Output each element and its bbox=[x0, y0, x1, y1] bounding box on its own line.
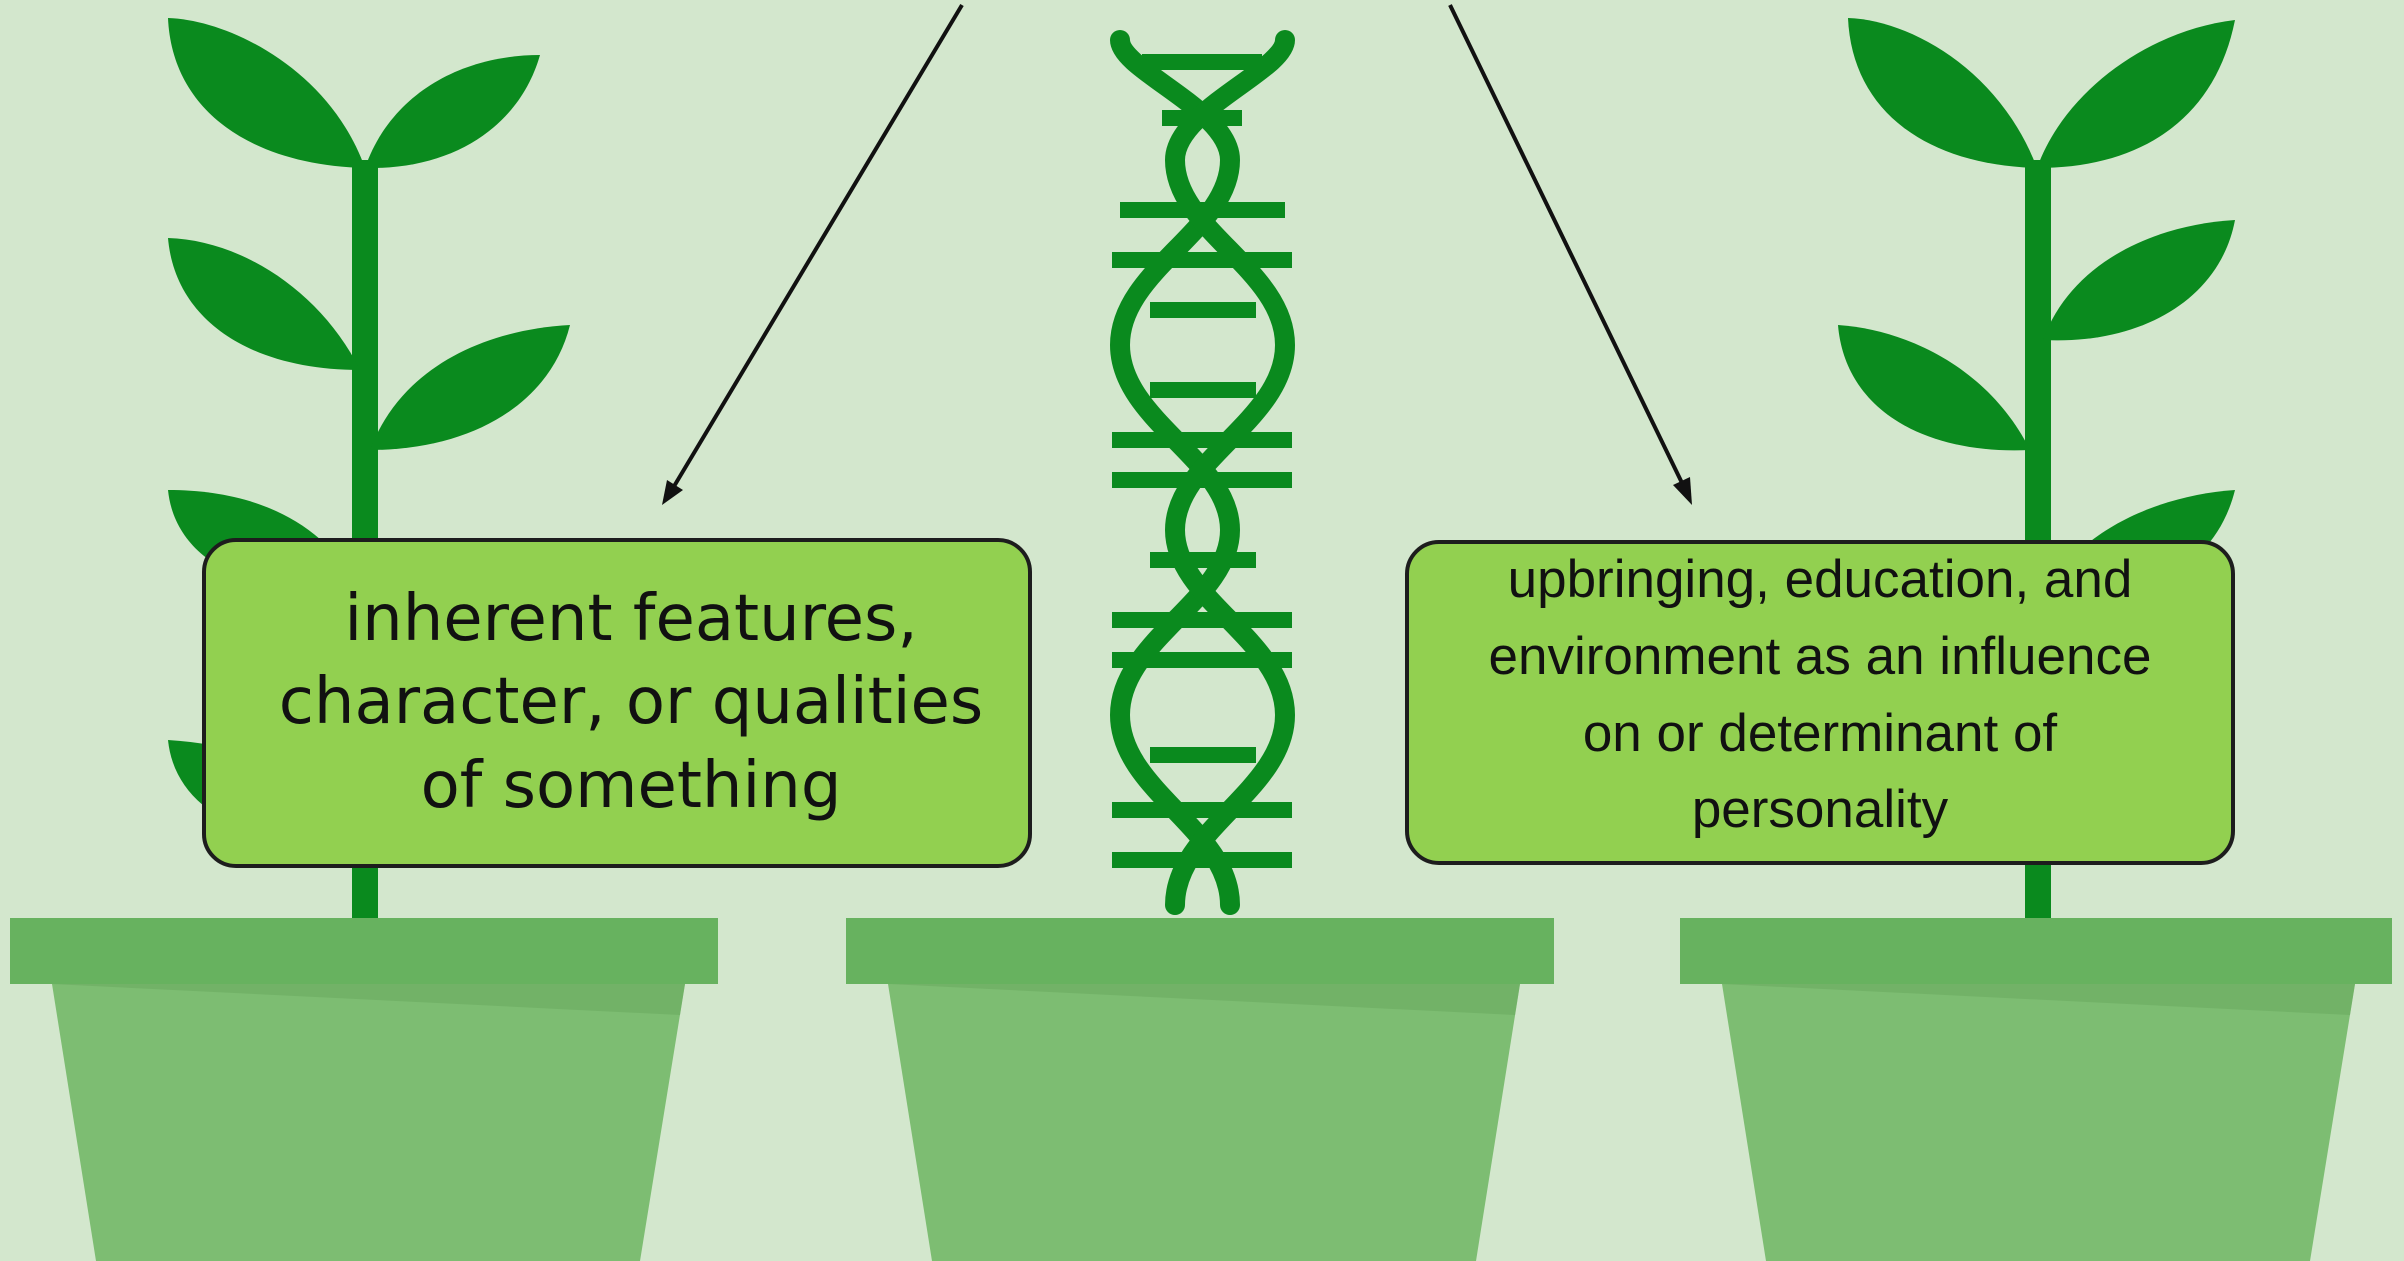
callout-left-text: inherent features, character, or qualiti… bbox=[278, 582, 984, 823]
callout-nurture-definition: upbringing, education, and environment a… bbox=[1405, 540, 2235, 865]
callout-nature-definition: inherent features, character, or qualiti… bbox=[202, 538, 1032, 868]
callout-right-text: upbringing, education, and environment a… bbox=[1488, 549, 2152, 840]
arrow-left bbox=[662, 3, 964, 505]
dna-helix-icon bbox=[1109, 30, 1296, 915]
right-pot bbox=[1680, 918, 2392, 1261]
arrow-right bbox=[1448, 4, 1692, 505]
center-pot bbox=[846, 918, 1554, 1261]
left-pot bbox=[10, 918, 718, 1261]
